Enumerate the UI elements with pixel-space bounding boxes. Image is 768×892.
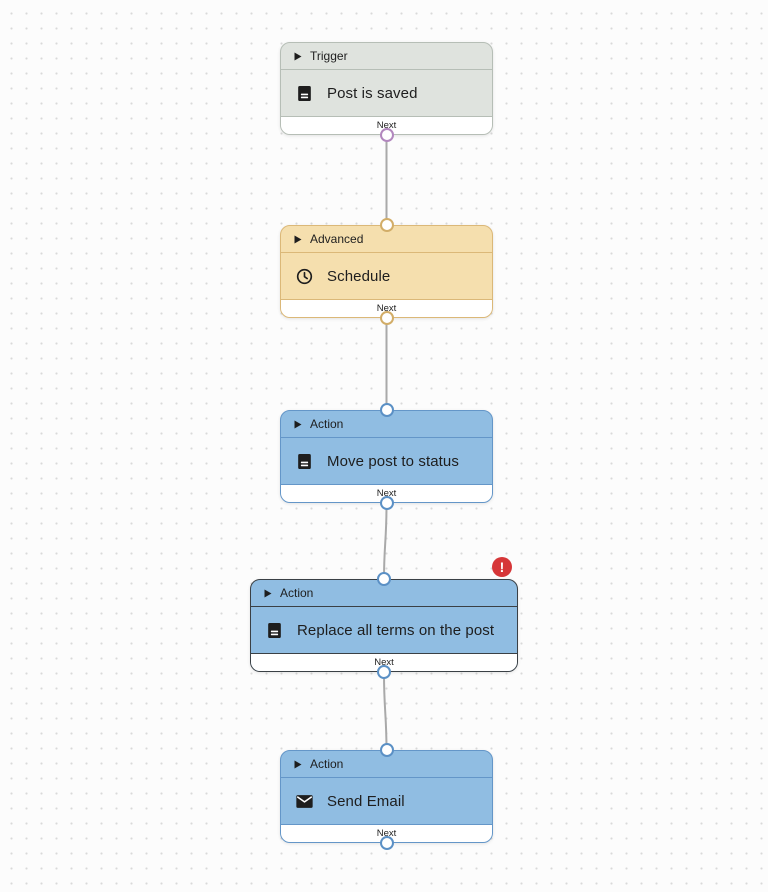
node-header: Action [281,411,492,438]
output-port[interactable] [379,836,394,850]
node-title: Schedule [327,267,391,285]
node-header: Action [281,751,492,778]
node-category-label: Trigger [310,49,348,63]
workflow-node-send-email[interactable]: Action Send Email Next [280,743,493,850]
node-header: Trigger [281,43,492,70]
error-badge[interactable]: ! [492,557,512,577]
collapse-toggle-icon[interactable] [294,235,302,244]
node-body: Replace all terms on the post [251,607,517,653]
workflow-node-replace-all-terms[interactable]: ! Action Replace all terms on the post N… [250,557,518,679]
node-body: Schedule [281,253,492,299]
next-port-label: Next [281,824,492,842]
clock-icon [295,267,314,286]
workflow-node-post-is-saved[interactable]: Trigger Post is saved Next [280,42,493,142]
document-icon [295,452,314,471]
collapse-toggle-icon[interactable] [294,52,302,61]
node-title: Move post to status [327,452,459,470]
collapse-toggle-icon[interactable] [294,760,302,769]
email-icon [295,792,314,811]
collapse-toggle-icon[interactable] [294,420,302,429]
connector-line [383,504,388,580]
output-port[interactable] [379,311,394,325]
input-port[interactable] [379,403,394,417]
node-title: Send Email [327,792,405,810]
input-port[interactable] [379,743,394,757]
node-category-label: Action [310,757,344,771]
node-body: Move post to status [281,438,492,484]
workflow-node-move-post-to-status[interactable]: Action Move post to status Next [280,403,493,510]
output-port[interactable] [379,496,394,510]
next-port-label: Next [281,299,492,317]
node-body: Send Email [281,778,492,824]
output-port[interactable] [377,665,391,679]
document-icon [295,84,314,103]
node-category-label: Action [310,417,344,431]
input-port[interactable] [377,572,391,586]
next-port-label: Next [281,116,492,134]
node-category-label: Action [280,586,314,600]
node-header: Action [251,580,517,607]
input-port[interactable] [379,218,394,232]
node-category-label: Advanced [310,232,364,246]
next-port-label: Next [281,484,492,502]
collapse-toggle-icon[interactable] [264,589,272,598]
output-port[interactable] [379,128,394,142]
workflow-node-schedule[interactable]: Advanced Schedule Next [280,218,493,325]
document-icon [265,621,284,640]
node-body: Post is saved [281,70,492,116]
connector-line [383,673,388,751]
node-title: Replace all terms on the post [297,621,495,639]
node-header: Advanced [281,226,492,253]
next-port-label: Next [251,653,517,671]
node-title: Post is saved [327,84,418,102]
